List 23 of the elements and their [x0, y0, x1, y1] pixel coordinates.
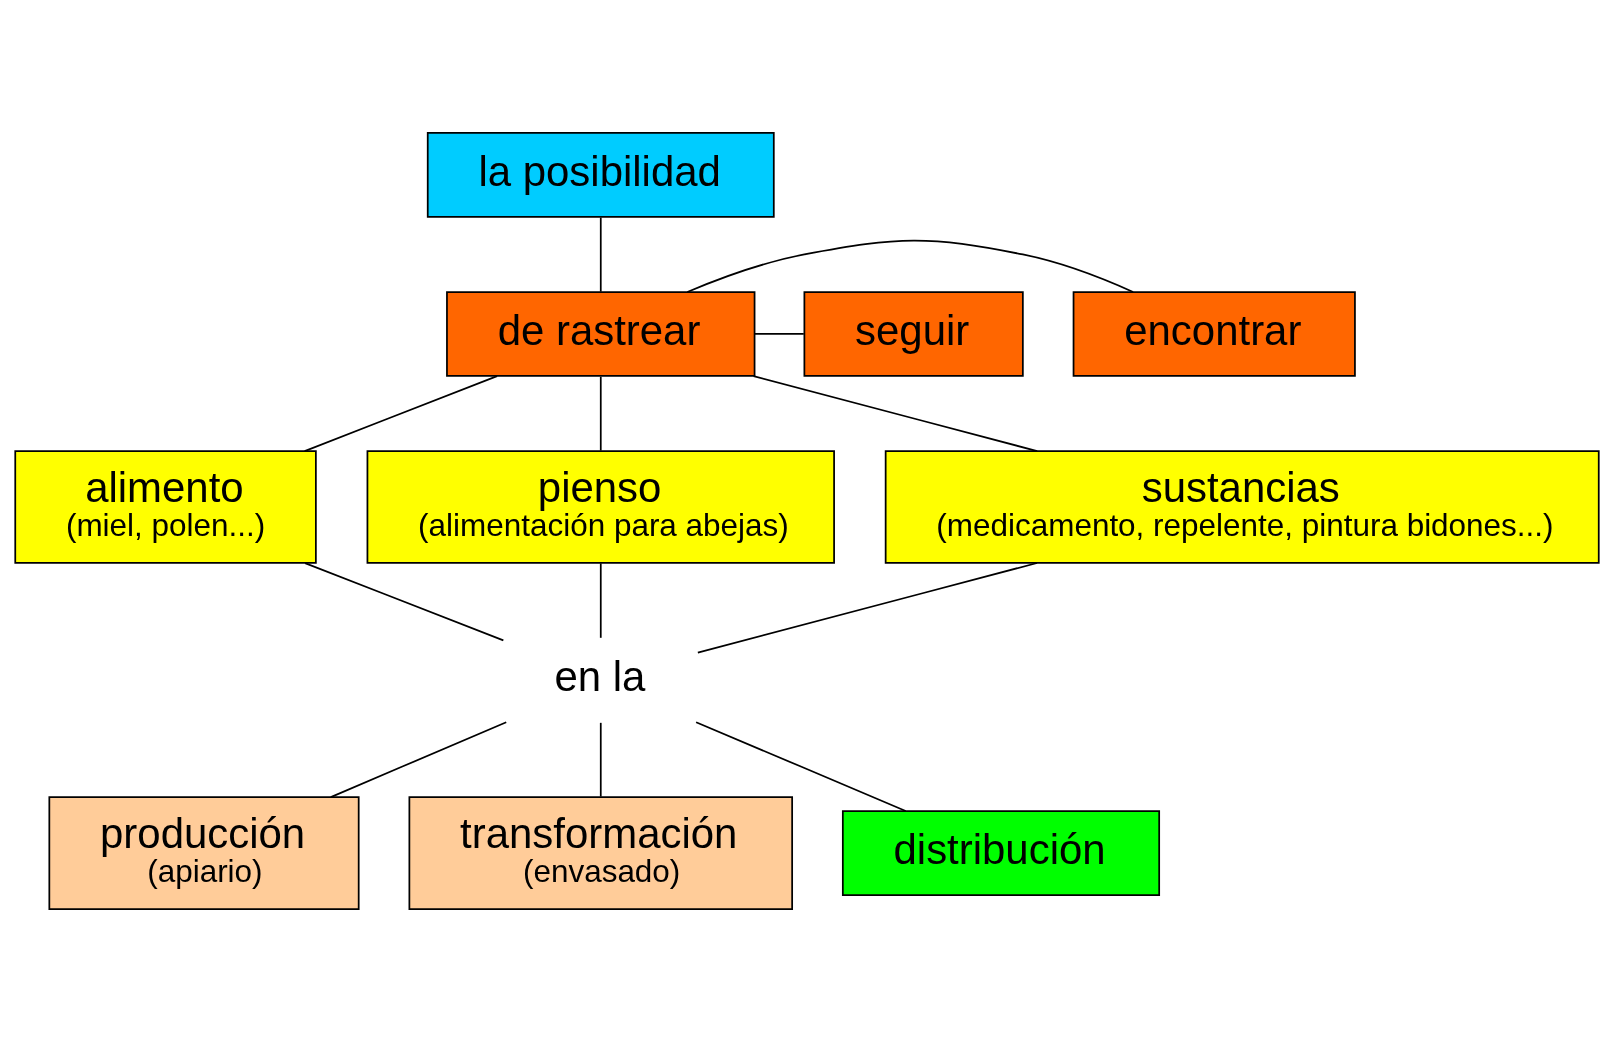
connector — [303, 375, 498, 452]
connector — [304, 562, 505, 642]
connector — [599, 375, 602, 452]
connector — [752, 375, 1039, 452]
node-box: pienso (alimentación para abejas) — [366, 450, 835, 564]
node-box: encontrar — [1072, 291, 1356, 377]
node-box: transformación (envasado) — [408, 796, 793, 910]
node-text: en la — [554, 652, 646, 700]
connector — [686, 239, 1134, 293]
node-box: producción (apiario) — [48, 796, 360, 910]
node-box: alimento (miel, polen...) — [14, 450, 317, 564]
connector — [599, 562, 602, 639]
connector — [329, 721, 508, 798]
connector — [695, 721, 907, 812]
connector — [599, 721, 602, 798]
node-box: seguir — [803, 291, 1024, 377]
connector — [696, 562, 1038, 654]
node-box: la posibilidad — [426, 132, 775, 218]
node-box: sustancias (medicamento, repelente, pintura bidones...) — [884, 450, 1600, 564]
connector — [599, 216, 602, 293]
node-box: distribución — [841, 810, 1161, 896]
connector — [753, 333, 805, 335]
node-box: de rastrear — [446, 291, 756, 377]
